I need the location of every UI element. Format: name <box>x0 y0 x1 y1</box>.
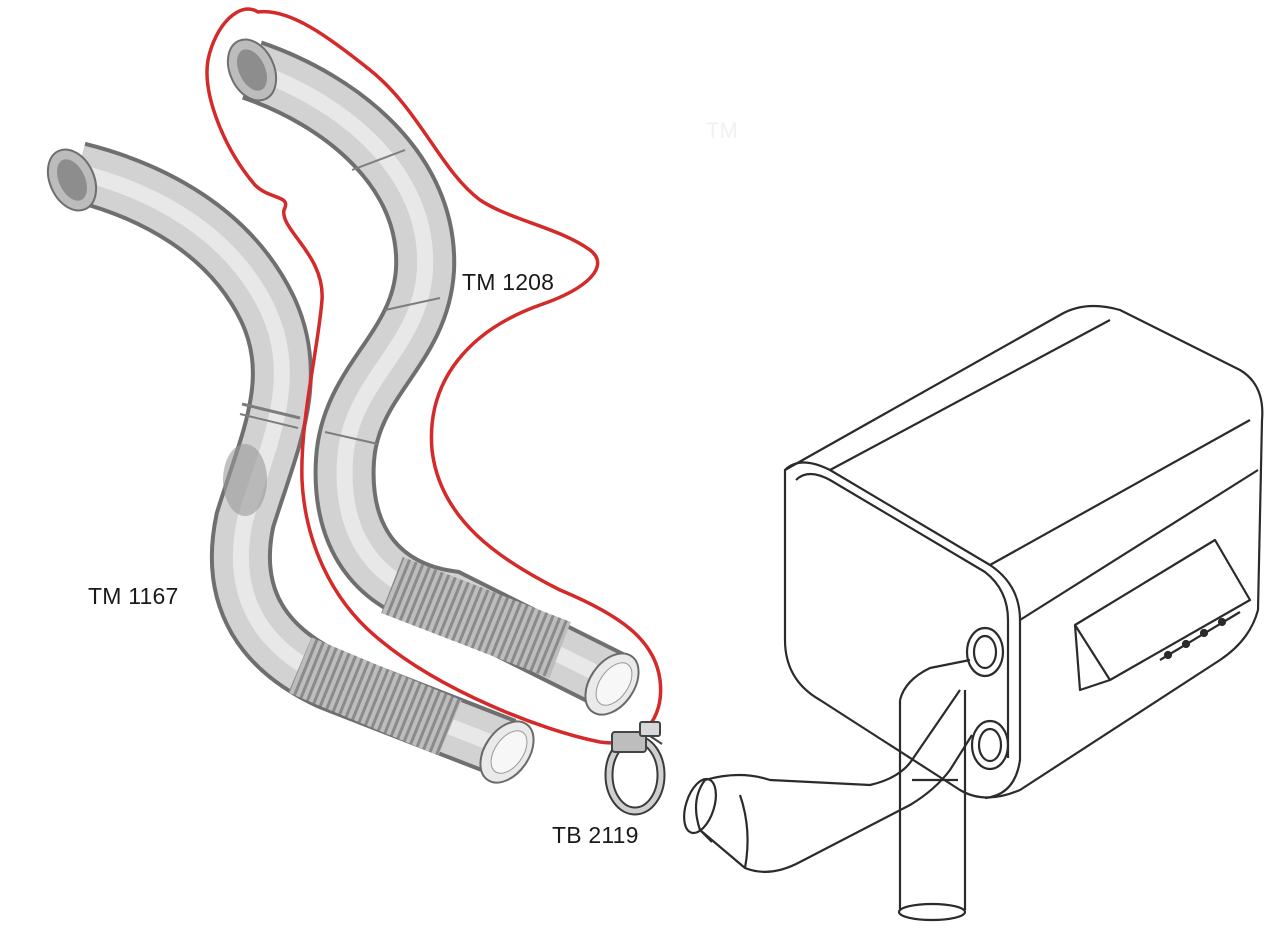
exhaust-pipe-tm-1208 <box>226 38 640 716</box>
label-tb-2119: TB 2119 <box>552 822 639 848</box>
muffler-assembly <box>683 304 1264 922</box>
label-tm-1208: TM 1208 <box>462 269 554 295</box>
exhaust-pipe-tm-1167 <box>46 141 535 784</box>
clamp-tb-2119 <box>604 721 666 816</box>
highlight-outline <box>205 7 663 745</box>
watermark-text: TM <box>706 118 738 143</box>
label-tm-1167: TM 1167 <box>88 583 178 609</box>
